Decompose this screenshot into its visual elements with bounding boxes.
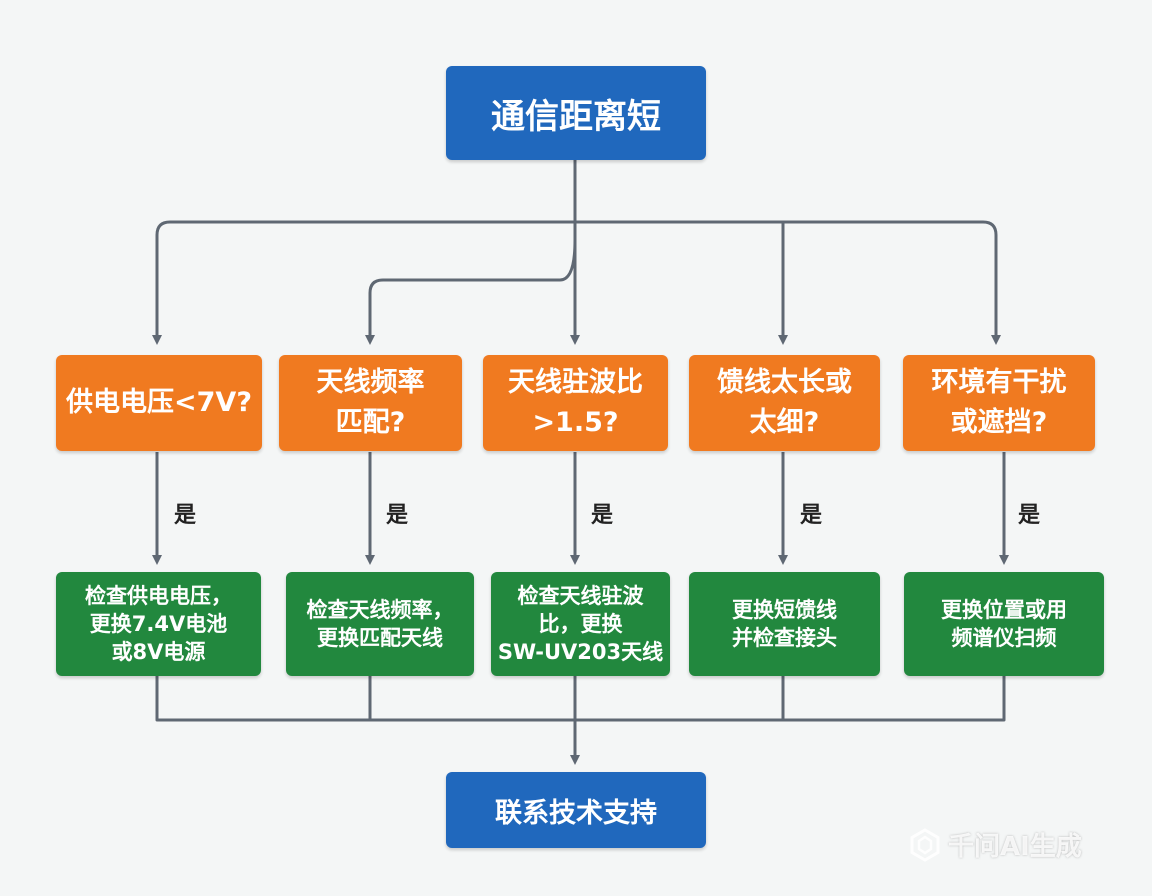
action-label-5: 更换位置或用 频谱仪扫频	[941, 598, 1067, 650]
action-node-2: 检查天线频率， 更换匹配天线	[286, 572, 474, 676]
decision-node-2: 天线频率 匹配?	[279, 355, 462, 451]
decision-label-5: 环境有干扰 或遮挡?	[931, 367, 1067, 438]
branch-line-2	[365, 239, 577, 345]
action-node-4: 更换短馈线 并检查接头	[689, 572, 880, 676]
decision-node-4: 馈线太长或 太细?	[689, 355, 880, 451]
watermark-logo-icon	[910, 827, 940, 862]
action-node-5: 更换位置或用 频谱仪扫频	[904, 572, 1104, 676]
end-node-label: 联系技术支持	[495, 797, 657, 829]
start-node-label: 通信距离短	[491, 96, 661, 137]
merge-line	[155, 676, 1006, 722]
yes-label-4: 是	[800, 503, 823, 528]
decision-node-1: 供电电压<7V?	[56, 355, 262, 451]
decision-label-1: 供电电压<7V?	[66, 387, 252, 418]
yes-label-3: 是	[591, 503, 614, 528]
decision-label-3: 天线驻波比 >1.5?	[508, 367, 643, 438]
end-node: 联系技术支持	[446, 772, 706, 848]
action-label-1: 检查供电电压， 更换7.4V电池 或8V电源	[85, 584, 232, 664]
start-node: 通信距离短	[446, 66, 706, 160]
branch-line-4	[575, 220, 788, 345]
watermark: 千问AI生成	[908, 826, 1082, 863]
branch-line-5	[783, 220, 1001, 345]
branch-line-1	[152, 220, 575, 345]
watermark-text: 千问AI生成	[948, 832, 1082, 862]
decision-label-2: 天线频率 匹配?	[316, 367, 425, 438]
action-label-3: 检查天线驻波 比，更换 SW-UV203天线	[497, 584, 664, 664]
decision-node-5: 环境有干扰 或遮挡?	[903, 355, 1095, 451]
decision-label-4: 馈线太长或 太细?	[717, 367, 852, 438]
action-label-2: 检查天线频率， 更换匹配天线	[306, 598, 454, 650]
yes-label-2: 是	[386, 503, 409, 528]
yes-label-1: 是	[174, 503, 197, 528]
action-node-1: 检查供电电压， 更换7.4V电池 或8V电源	[56, 572, 261, 676]
action-label-4: 更换短馈线 并检查接头	[732, 598, 837, 650]
decision-node-3: 天线驻波比 >1.5?	[483, 355, 668, 451]
yes-label-5: 是	[1018, 503, 1041, 528]
action-node-3: 检查天线驻波 比，更换 SW-UV203天线	[491, 572, 670, 676]
